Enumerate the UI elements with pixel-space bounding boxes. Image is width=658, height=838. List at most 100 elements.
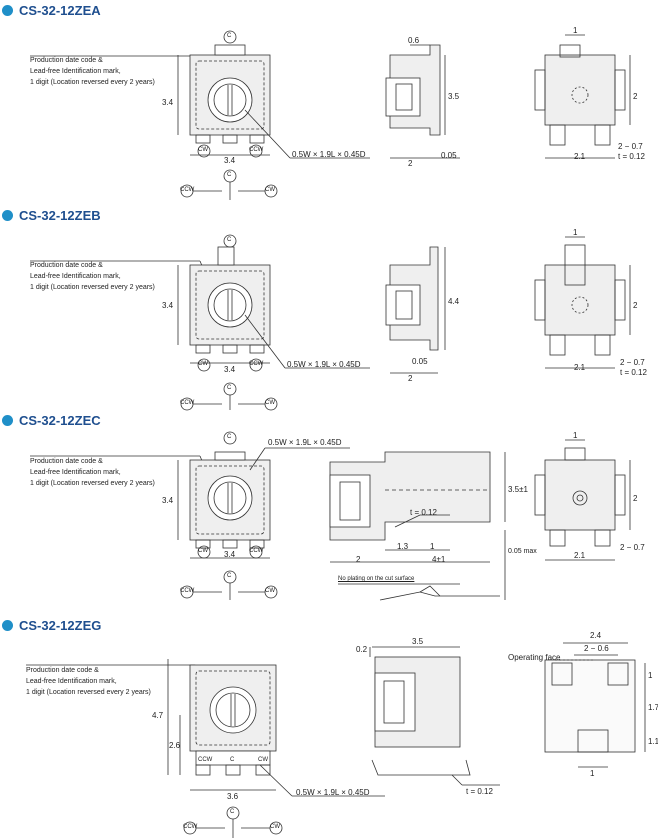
schematic-cw: CW [265, 588, 275, 594]
dim-side-offset: 0.05 [441, 151, 457, 160]
dim-hole: 0.5W × 1.9L × 0.45D [287, 360, 361, 369]
dim-side-top: 0.6 [408, 36, 420, 45]
terminal-ccw-right: CCW [249, 361, 264, 367]
dim-bottom-bottom: 1 [590, 769, 595, 778]
terminal-cw-left: CW [198, 147, 208, 153]
dim-bottom-width: 2.1 [574, 152, 586, 161]
schematic-cw: CW [265, 187, 275, 193]
dim-height: 3.4 [162, 496, 174, 505]
terminal-cw-left: CW [198, 548, 208, 554]
dim-side-c: 2 [356, 555, 361, 564]
terminal-ccw-right: CCW [249, 548, 264, 554]
dim-bottom-thick: t = 0.12 [618, 152, 645, 161]
title-text: CS-32-12ZEB [19, 207, 101, 223]
dim-height: 3.4 [162, 301, 174, 310]
section-zeg: CS-32-12ZEG Production date code & Lead-… [0, 615, 658, 838]
dim-side-top: 3.5 [412, 637, 424, 646]
dim-side-height: 3.5 [448, 92, 460, 101]
schematic-ccw: CCW [183, 824, 198, 830]
dim-bottom-right: 2 [633, 494, 638, 503]
dim-side-bottom: 2 [408, 374, 413, 383]
dim-hole: 0.5W × 1.9L × 0.45D [292, 150, 366, 159]
dim-width: 3.4 [224, 550, 236, 559]
terminal-cw-left: CW [198, 361, 208, 367]
marking-note: Production date code & Lead-free Identif… [26, 667, 151, 696]
drawing-zec [30, 431, 631, 601]
title-text: CS-32-12ZEA [19, 2, 101, 18]
bullet-icon [2, 619, 13, 631]
dim-height: 3.4 [162, 98, 174, 107]
schematic-ccw: CCW [180, 588, 195, 594]
dim-bottom-pin: 2 − 0.7 [620, 543, 645, 552]
dim-bottom-right: 2 [633, 301, 638, 310]
dim-width: 3.4 [224, 365, 236, 374]
schematic-c: C [227, 172, 232, 178]
terminal-ccw-right: CCW [249, 147, 264, 153]
dim-bottom-top: 1 [573, 431, 578, 440]
title-text: CS-32-12ZEC [19, 412, 101, 428]
dim-bottom-right-c: 1.1 [648, 737, 658, 746]
plating-note: No plating on the cut surface [338, 576, 415, 582]
section-title: CS-32-12ZEB [2, 207, 101, 223]
schematic-c: C [227, 385, 232, 391]
dim-side-offset: 0.05 [412, 357, 428, 366]
title-text: CS-32-12ZEG [19, 617, 102, 633]
dim-side-max: 0.05 max [508, 548, 537, 555]
schematic-ccw: CCW [180, 400, 195, 406]
dim-bottom-right-a: 1 [648, 671, 653, 680]
dim-bottom-right: 2 [633, 92, 638, 101]
terminal-c: C [230, 757, 235, 763]
dim-side-a: 1.3 [397, 542, 409, 551]
terminal-c: C [227, 33, 232, 39]
dim-width: 3.4 [224, 156, 236, 165]
drawing-zeb [30, 234, 631, 411]
dim-side-b: 1 [430, 542, 435, 551]
dim-bottom-pin: 2 − 0.7 [618, 142, 643, 151]
dim-bottom-pin: 2 − 0.7 [620, 358, 645, 367]
dim-bottom-top: 1 [573, 26, 578, 35]
drawing-zeg [26, 642, 646, 838]
marking-note: Production date code & Lead-free Identif… [30, 262, 155, 291]
section-zea: CS-32-12ZEA Production date code & Lead-… [0, 0, 658, 205]
dim-bottom-thick: t = 0.12 [620, 368, 647, 377]
section-title: CS-32-12ZEC [2, 412, 101, 428]
terminal-cw-right: CW [258, 757, 268, 763]
schematic-cw: CW [270, 824, 280, 830]
dim-bottom-pin: 2 − 0.6 [584, 644, 609, 653]
dim-hole: 0.5W × 1.9L × 0.45D [296, 788, 370, 797]
marking-note: Production date code & Lead-free Identif… [30, 458, 155, 487]
dim-width: 3.6 [227, 792, 239, 801]
dim-side-bottom: 2 [408, 159, 413, 168]
dim-bottom-width: 2.1 [574, 363, 586, 372]
dim-side-height: 3.5±1 [508, 485, 528, 494]
dim-bottom-right-b: 1.7 [648, 703, 658, 712]
schematic-ccw: CCW [180, 187, 195, 193]
dim-side-thick: t = 0.12 [466, 787, 493, 796]
dim-bottom-top: 2.4 [590, 631, 602, 640]
bullet-icon [2, 4, 13, 16]
bullet-icon [2, 209, 13, 221]
drawing-zea [30, 30, 631, 200]
section-title: CS-32-12ZEA [2, 2, 101, 18]
terminal-ccw-left: CCW [198, 757, 213, 763]
dim-bottom-top: 1 [573, 228, 578, 237]
dim-bottom-width: 2.1 [574, 551, 586, 560]
terminal-c: C [227, 434, 232, 440]
section-zeb: CS-32-12ZEB Production date code & Lead-… [0, 205, 658, 411]
dim-side-left: 0.2 [356, 645, 368, 654]
bullet-icon [2, 414, 13, 426]
dim-side-thick: t = 0.12 [410, 508, 437, 517]
operating-face-label: Operating face [508, 653, 561, 662]
schematic-c: C [230, 809, 235, 815]
dim-side-d: 4±1 [432, 555, 446, 564]
schematic-cw: CW [265, 400, 275, 406]
dim-side-height: 4.4 [448, 297, 460, 306]
schematic-c: C [227, 573, 232, 579]
dim-height: 4.7 [152, 711, 164, 720]
section-title: CS-32-12ZEG [2, 617, 101, 633]
marking-note: Production date code & Lead-free Identif… [30, 57, 155, 86]
dim-hole: 0.5W × 1.9L × 0.45D [268, 438, 342, 447]
terminal-c: C [227, 237, 232, 243]
section-zec: CS-32-12ZEC Production date code & Lead-… [0, 410, 658, 615]
dim-inner: 2.6 [169, 741, 181, 750]
